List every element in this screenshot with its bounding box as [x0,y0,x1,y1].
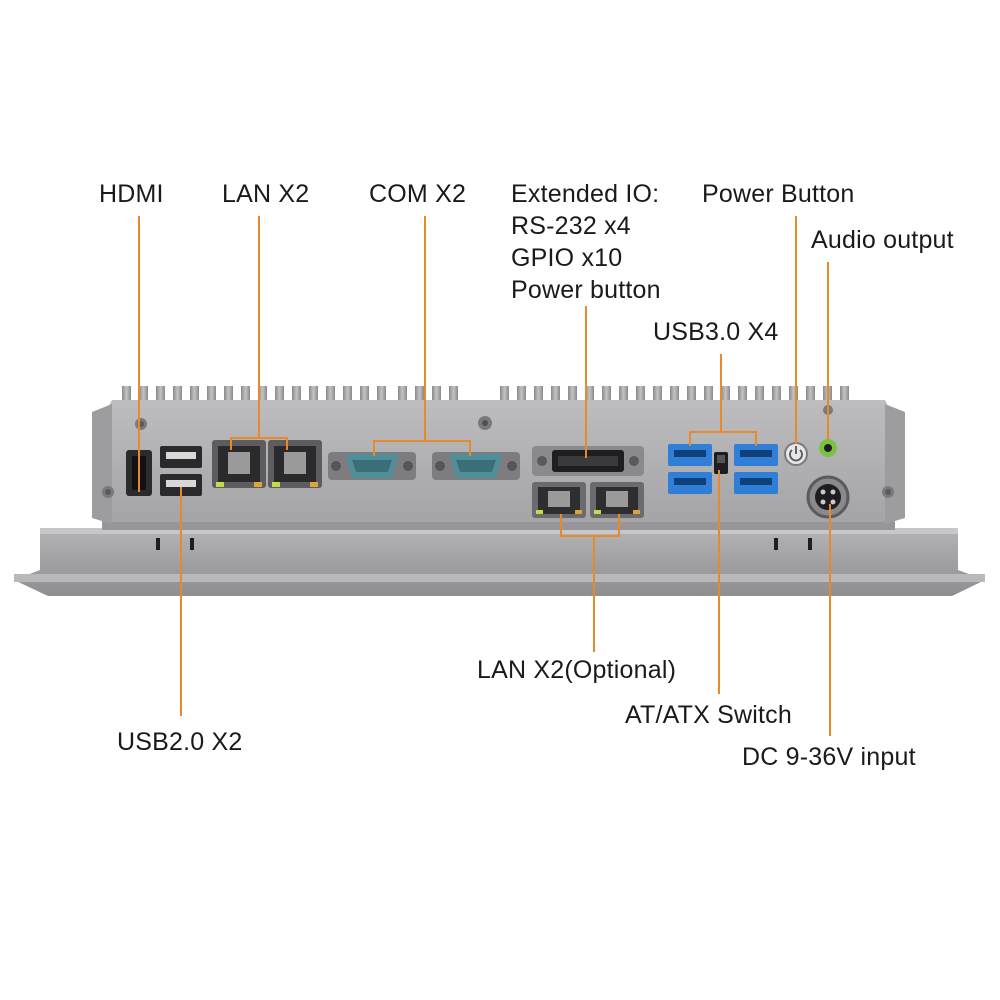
com-port-1 [328,452,416,480]
front-bezel [14,528,985,596]
screw-center [478,416,492,430]
audio-jack [819,439,837,457]
label-usb20: USB2.0 X2 [117,728,243,756]
label-power-button: Power Button [702,180,855,208]
usb20-port-top [160,446,202,468]
lan-optional-port-1 [532,482,586,518]
lan-port-top-2 [268,440,322,488]
label-atx-switch: AT/ATX Switch [625,701,792,729]
leader-com [373,440,471,456]
usb30-port-3 [734,444,778,466]
usb30-port-4 [734,472,778,494]
extended-io-connector [532,446,644,476]
com-port-2 [432,452,520,480]
lan-optional-port-2 [590,482,644,518]
power-button-icon [784,442,808,466]
label-lan-optional: LAN X2(Optional) [477,656,677,684]
label-extended-io-line1: Extended IO: [511,180,660,208]
label-com: COM X2 [369,180,467,208]
leader-lan-optional [560,514,620,537]
leader-usb30 [689,431,757,446]
label-lan-top: LAN X2 [222,180,310,208]
label-audio-output: Audio output [811,226,954,254]
label-hdmi: HDMI [99,180,164,208]
usb30-port-2 [668,472,712,494]
leader-lines [138,216,831,736]
label-extended-io-line3: GPIO x10 [511,244,623,272]
screw-left-bottom [102,486,114,498]
screw-right-bottom [882,486,894,498]
label-usb30: USB3.0 X4 [653,318,779,346]
screw-left-top [135,418,147,430]
usb30-port-1 [668,444,712,466]
at-atx-switch [714,452,728,474]
usb20-port-bottom [160,474,202,496]
dc-input-connector [806,475,850,519]
label-extended-io-line4: Power button [511,276,661,304]
label-extended-io-line2: RS-232 x4 [511,212,631,240]
bezel-clips [156,538,812,550]
lan-port-top-1 [212,440,266,488]
label-dc-input: DC 9-36V input [742,743,916,771]
